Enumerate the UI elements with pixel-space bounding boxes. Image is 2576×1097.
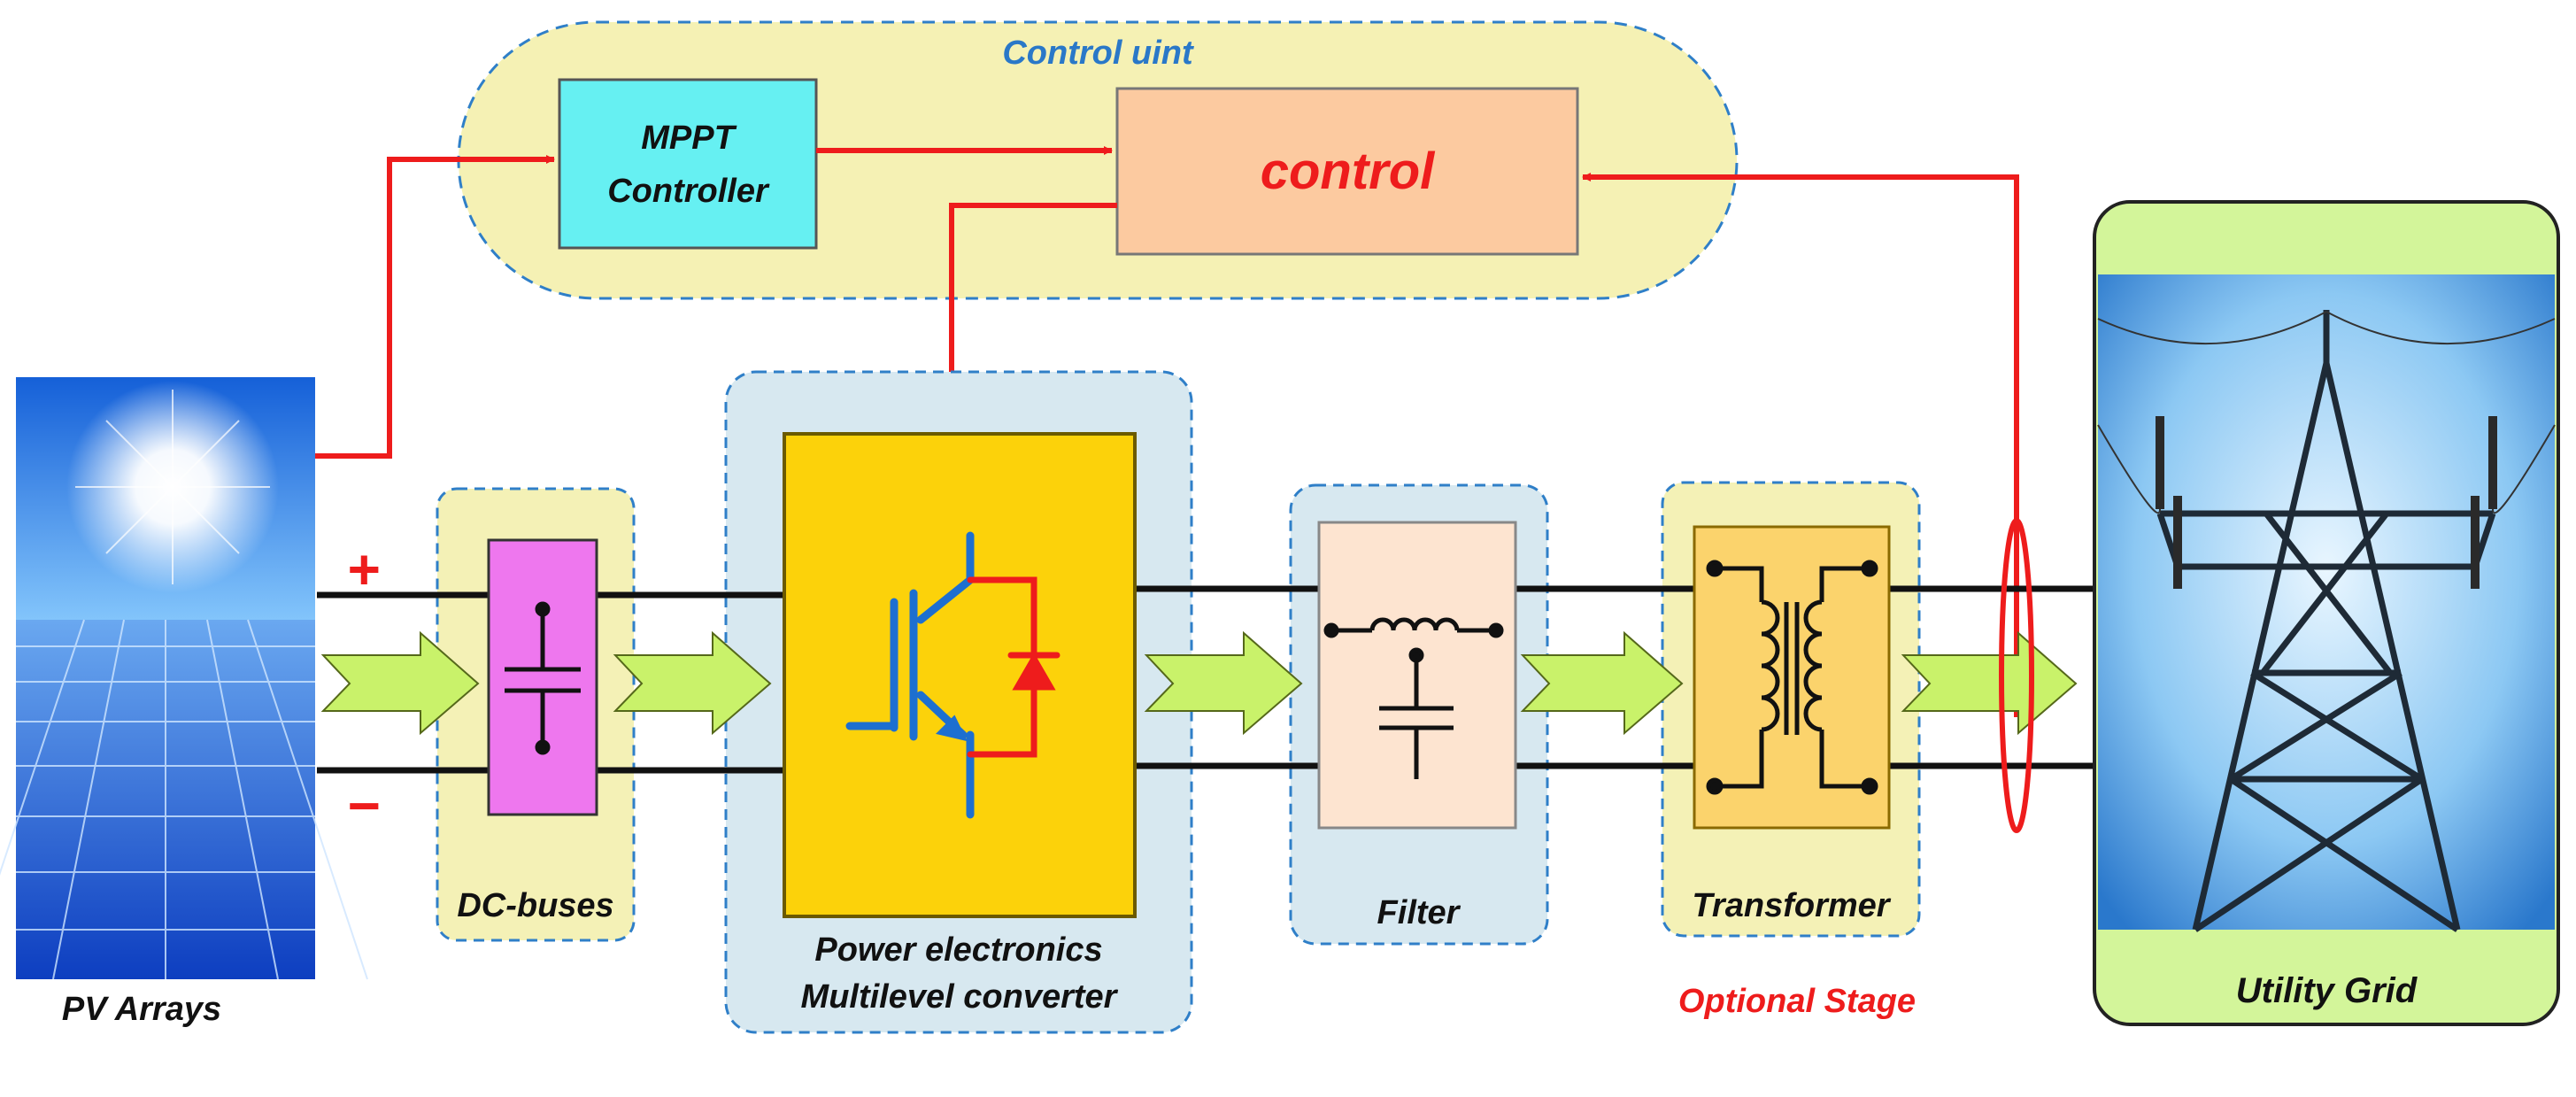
control-unit-label: Control uint — [1002, 35, 1194, 72]
control-label: control — [1261, 143, 1436, 200]
transmission-tower-icon — [2156, 310, 2496, 932]
current-sensor-loop — [1999, 518, 2034, 833]
dc-capacitor-rect — [487, 538, 598, 816]
power-electronics-label: Power electronics — [814, 931, 1102, 969]
converter-rect — [783, 432, 1137, 918]
power-arrow-2 — [613, 630, 772, 736]
sun-rays — [75, 390, 270, 584]
multilevel-converter-label: Multilevel converter — [801, 978, 1119, 1016]
pv-to-mppt-signal — [314, 155, 555, 459]
grid-sky — [2098, 274, 2555, 930]
power-arrow-5 — [1901, 630, 2078, 736]
converter-box — [783, 432, 1137, 918]
dc-capacitor-box — [487, 538, 598, 816]
control-to-converter-signal — [947, 203, 1117, 431]
power-arrow-1 — [320, 630, 480, 736]
capacitor-icon — [505, 601, 581, 755]
plus-sign: + — [346, 537, 379, 601]
mppt-label-line1: MPPT — [641, 120, 737, 157]
transformer-label: Transformer — [1692, 887, 1891, 924]
transformer-icon — [1706, 560, 1878, 795]
transformer-box — [1693, 525, 1891, 830]
dc-buses-label: DC-buses — [457, 887, 613, 924]
pv-arrays-image: PV Arrays — [0, 377, 368, 1028]
lc-filter-icon — [1323, 617, 1504, 779]
grid-feedback-signal — [1582, 173, 2019, 717]
transformer-rect — [1693, 525, 1891, 830]
control-rect — [1115, 87, 1579, 256]
optional-stage-label: Optional Stage — [1678, 983, 1916, 1020]
minus-sign: − — [346, 774, 379, 838]
utility-grid-panel: Utility Grid — [2093, 200, 2560, 1026]
mppt-controller-box: MPPT Controller — [558, 78, 818, 250]
grid-wires — [2097, 311, 2556, 514]
grid-insulators — [2156, 416, 2497, 589]
power-arrow-3 — [1144, 630, 1303, 736]
filter-box — [1317, 521, 1517, 830]
utility-grid-label: Utility Grid — [2236, 971, 2418, 1010]
mppt-controller-rect — [558, 78, 818, 250]
filter-label: Filter — [1377, 894, 1462, 931]
signal-lines — [314, 146, 2019, 717]
control-box: control — [1115, 87, 1579, 256]
power-arrow-4 — [1520, 630, 1684, 736]
solar-panel-grid — [0, 619, 368, 980]
igbt-diode-icon — [845, 531, 1060, 819]
mppt-label-line2: Controller — [607, 173, 770, 210]
pv-arrays-label: PV Arrays — [62, 991, 221, 1028]
